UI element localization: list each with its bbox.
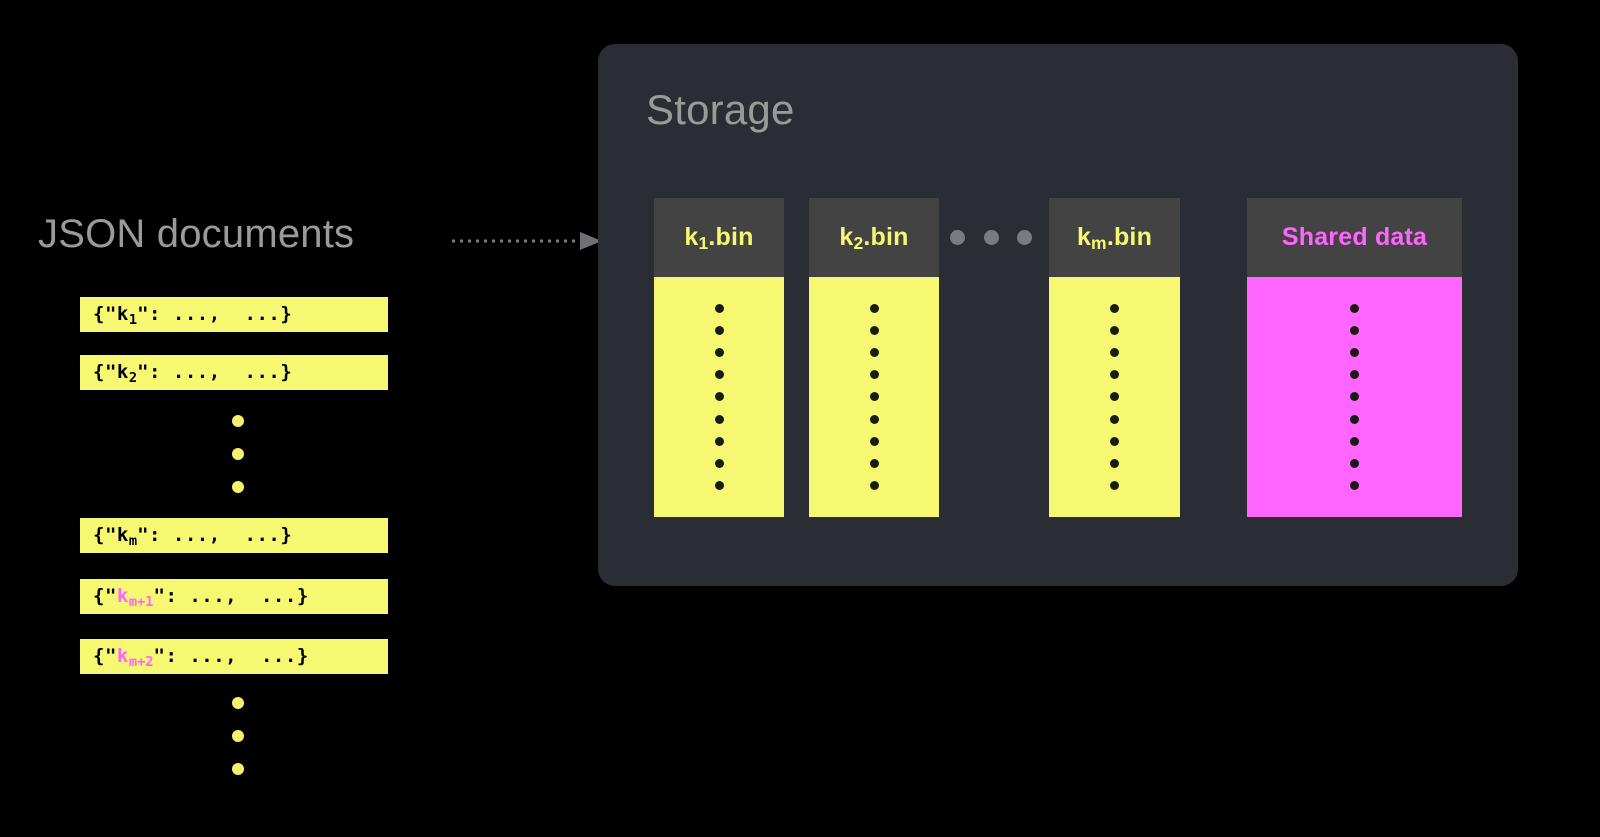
record-dot (869, 458, 879, 468)
record-dot (714, 480, 724, 490)
storage-column-shared-data[interactable]: Shared data (1247, 198, 1462, 517)
documents-ellipsis-lower (218, 697, 258, 775)
storage-column-body (1049, 277, 1180, 517)
record-dot (714, 370, 724, 380)
storage-column-k2[interactable]: k2.bin (809, 198, 939, 517)
storage-column-label: k2.bin (839, 223, 909, 253)
json-document-text: {"k1": ..., ...} (93, 303, 293, 328)
json-document-text: {"km+2": ..., ...} (93, 645, 309, 670)
ellipsis-dot (950, 230, 965, 245)
record-dot (869, 304, 879, 314)
storage-column-header: Shared data (1247, 198, 1462, 277)
record-dot (869, 348, 879, 358)
storage-column-k1[interactable]: k1.bin (654, 198, 784, 517)
record-dot (1110, 458, 1119, 468)
record-dot (1350, 480, 1359, 490)
json-document-row-shared: {"km+1": ..., ...} (80, 579, 388, 614)
record-dot (1110, 304, 1119, 314)
record-dot (1350, 326, 1359, 336)
record-dot (869, 392, 879, 402)
json-document-row-shared: {"km+2": ..., ...} (80, 639, 388, 674)
record-dot (1350, 370, 1359, 380)
record-dot (869, 480, 879, 490)
storage-column-body (654, 277, 784, 517)
record-dot (714, 348, 724, 358)
record-dot (1110, 480, 1119, 490)
storage-column-label: km.bin (1076, 223, 1153, 253)
storage-column-header: k2.bin (809, 198, 939, 277)
storage-column-body (809, 277, 939, 517)
record-dot (1110, 370, 1119, 380)
flow-arrow-icon (452, 232, 602, 250)
ellipsis-dot (232, 481, 244, 493)
record-dot (714, 436, 724, 446)
ellipsis-dot (1017, 230, 1032, 245)
record-dot (1350, 392, 1359, 402)
record-dot (1350, 304, 1359, 314)
record-dot (869, 414, 879, 424)
record-dot (1110, 326, 1119, 336)
storage-column-header: km.bin (1049, 198, 1180, 277)
record-dot (1110, 436, 1119, 446)
json-document-row: {"km": ..., ...} (80, 518, 388, 553)
record-dot (1350, 436, 1359, 446)
storage-column-header: k1.bin (654, 198, 784, 277)
record-dot (1350, 458, 1359, 468)
record-dot (714, 326, 724, 336)
ellipsis-dot (232, 415, 244, 427)
record-dot (869, 370, 879, 380)
record-dot (714, 392, 724, 402)
record-dot (1110, 414, 1119, 424)
storage-columns-ellipsis (950, 230, 1032, 245)
ellipsis-dot (232, 763, 244, 775)
storage-column-label: Shared data (1281, 223, 1428, 251)
storage-column-label: k1.bin (684, 223, 754, 253)
record-dot (714, 304, 724, 314)
record-dot (1110, 348, 1119, 358)
record-dot (1350, 348, 1359, 358)
json-document-row: {"k1": ..., ...} (80, 297, 388, 332)
ellipsis-dot (232, 730, 244, 742)
ellipsis-dot (983, 230, 999, 245)
storage-panel: Storage k1.bin k2.bin (598, 44, 1518, 586)
record-dot (869, 326, 879, 336)
record-dot (869, 436, 879, 446)
record-dot (1110, 392, 1119, 402)
json-document-text: {"km+1": ..., ...} (93, 585, 309, 610)
record-dot (1350, 414, 1359, 424)
json-documents-title: JSON documents (38, 212, 355, 256)
storage-column-km[interactable]: km.bin (1049, 198, 1180, 517)
storage-title: Storage (646, 86, 795, 133)
record-dot (714, 414, 724, 424)
json-document-text: {"km": ..., ...} (93, 524, 293, 549)
json-document-row: {"k2": ..., ...} (80, 355, 388, 390)
documents-ellipsis-upper (218, 415, 258, 493)
ellipsis-dot (232, 448, 244, 460)
storage-column-body (1247, 277, 1462, 517)
ellipsis-dot (232, 697, 244, 709)
record-dot (714, 458, 724, 468)
json-document-text: {"k2": ..., ...} (93, 361, 293, 386)
